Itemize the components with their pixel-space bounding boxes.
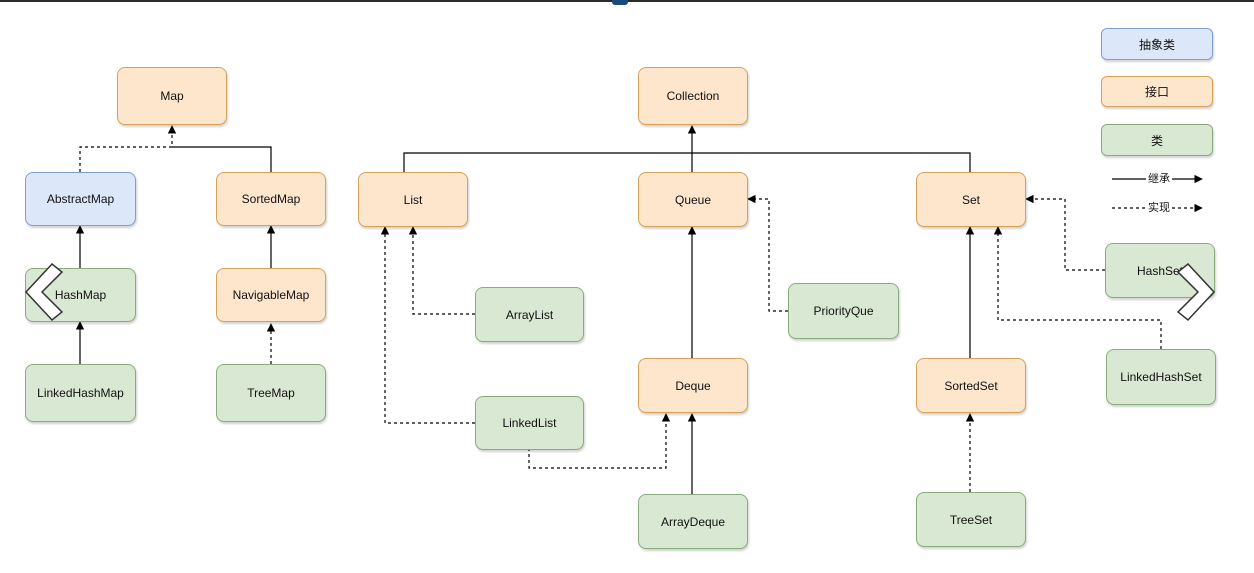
node-tree-map: TreeMap: [216, 364, 326, 422]
node-queue: Queue: [638, 172, 748, 227]
node-array-list-label: ArrayList: [505, 307, 554, 322]
legend-inherit-label: 继承: [1146, 172, 1172, 186]
edge-arraylist-list: [408, 226, 475, 315]
node-array-deque-label: ArrayDeque: [660, 514, 726, 529]
edge-priorityque-queue: [747, 194, 788, 312]
edge-sortedmap-map: [172, 146, 272, 172]
node-linked-hash-map: LinkedHashMap: [25, 364, 136, 422]
node-tree-set-label: TreeSet: [949, 512, 993, 527]
node-sorted-set: SortedSet: [916, 358, 1026, 413]
legend-class: 类: [1101, 124, 1213, 156]
legend-implement-label: 实现: [1146, 201, 1172, 215]
node-deque: Deque: [638, 358, 748, 413]
node-collection-label: Collection: [666, 89, 720, 103]
node-set: Set: [916, 172, 1026, 227]
next-arrow-icon[interactable]: [1174, 262, 1218, 322]
node-set-label: Set: [961, 192, 980, 207]
node-deque-label: Deque: [675, 378, 711, 393]
node-sorted-map: SortedMap: [216, 172, 326, 226]
prev-arrow-icon[interactable]: [22, 262, 66, 322]
edge-list-collection: [403, 125, 697, 172]
node-map: Map: [117, 67, 227, 125]
legend-interface: 接口: [1101, 76, 1213, 107]
node-sorted-map-label: SortedMap: [241, 192, 301, 206]
window-top-tab: [612, 0, 628, 5]
node-array-deque: ArrayDeque: [638, 494, 748, 549]
node-linked-list-label: LinkedList: [502, 416, 557, 430]
node-hash-set-label: HashSet: [1136, 263, 1184, 278]
node-tree-set: TreeSet: [916, 492, 1026, 547]
node-linked-hash-set: LinkedHashSet: [1106, 349, 1216, 405]
node-sorted-set-label: SortedSet: [944, 378, 998, 393]
node-abstract-map: AbstractMap: [25, 172, 136, 226]
edge-hashset-set: [1025, 194, 1105, 271]
node-queue-label: Queue: [674, 192, 712, 207]
node-map-label: Map: [160, 89, 184, 103]
node-tree-map-label: TreeMap: [247, 386, 295, 400]
node-priority-que: PriorityQue: [788, 283, 899, 339]
edge-linkedhashset-set: [993, 226, 1162, 349]
edge-linkedlist-list: [380, 226, 475, 424]
node-list: List: [358, 172, 468, 227]
node-collection: Collection: [638, 67, 748, 125]
legend-abstract-class: 抽象类: [1101, 28, 1213, 60]
node-list-label: List: [403, 192, 423, 207]
node-priority-que-label: PriorityQue: [813, 304, 874, 318]
node-hash-map-label: HashMap: [54, 288, 107, 302]
node-abstract-map-label: AbstractMap: [46, 192, 115, 206]
legend-abstract-class-label: 抽象类: [1138, 37, 1175, 52]
node-navigable-map: NavigableMap: [216, 268, 326, 322]
node-array-list: ArrayList: [475, 287, 584, 342]
node-linked-hash-set-label: LinkedHashSet: [1120, 370, 1202, 384]
edge-abstractmap-map: [79, 125, 177, 172]
node-navigable-map-label: NavigableMap: [232, 288, 310, 302]
legend-class-label: 类: [1150, 133, 1163, 148]
node-linked-hash-map-label: LinkedHashMap: [37, 386, 124, 400]
edge-set-collection: [692, 152, 971, 172]
node-linked-list: LinkedList: [475, 396, 584, 450]
legend-interface-label: 接口: [1144, 85, 1169, 99]
